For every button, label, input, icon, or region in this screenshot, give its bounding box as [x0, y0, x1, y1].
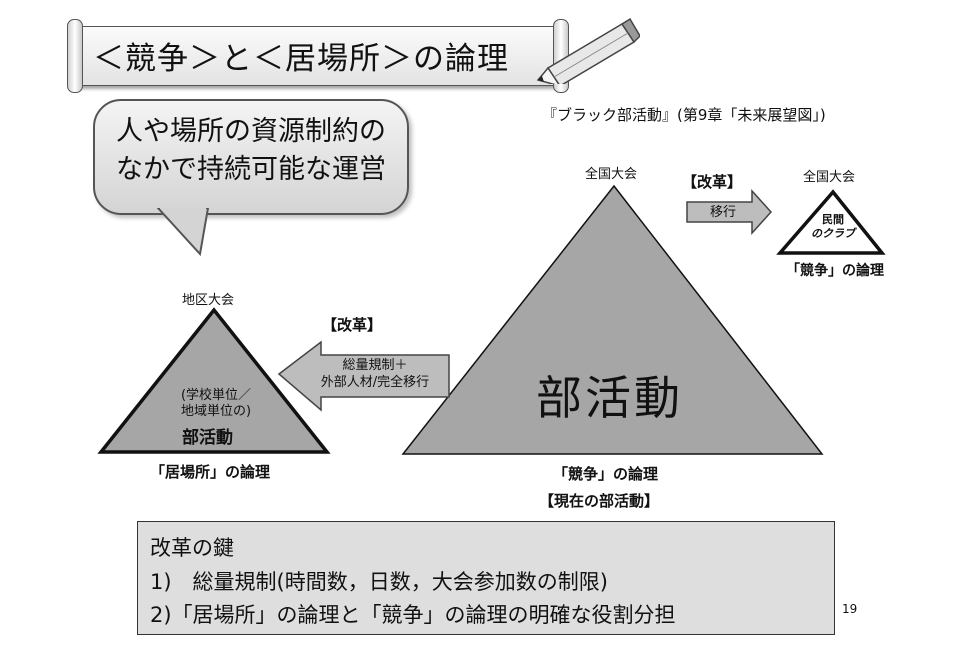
center-triangle — [401, 184, 824, 455]
reform-key-box: 改革の鍵 1) 総量規制(時間数，日数，大会参加数の制限) 2)「居場所」の論理… — [137, 521, 835, 635]
reform-key-item-1: 1) 総量規制(時間数，日数，大会参加数の制限) — [150, 570, 608, 594]
left-triangle-main-label: 部活動 — [182, 428, 233, 448]
center-triangle-logic-label: 「競争」の論理 — [553, 465, 659, 483]
right-triangle-top-label: 全国大会 — [803, 170, 856, 185]
reform-key-heading: 改革の鍵 — [150, 536, 234, 560]
speech-bubble-tail — [156, 208, 210, 257]
page-number: 19 — [842, 602, 858, 616]
bubble-line-2: なかで持続可能な運営 — [116, 154, 386, 185]
current-club-label: 【現在の部活動】 — [539, 492, 660, 510]
left-triangle — [97, 307, 331, 454]
left-triangle-inner-line-2: 地域単位の) — [180, 404, 252, 419]
page-title: ＜競争＞と＜居場所＞の論理 — [93, 41, 509, 77]
bubble-line-1: 人や場所の資源制約の — [116, 116, 386, 147]
right-triangle — [776, 189, 886, 255]
right-arrow-shape — [686, 189, 773, 235]
left-arrow-shape — [277, 340, 450, 412]
reform-key-item-2: 2)「居場所」の論理と「競争」の論理の明確な役割分担 — [150, 603, 676, 627]
pencil-icon — [536, 17, 640, 84]
left-triangle-logic-label: 「居場所」の論理 — [150, 463, 271, 481]
right-arrow-text: 移行 — [709, 205, 736, 220]
left-arrow-text: 総量規制＋ 外部人材/完全移行 — [305, 357, 445, 391]
left-arrow-line-2: 外部人材/完全移行 — [320, 375, 430, 390]
title-banner: ＜競争＞と＜居場所＞の論理 — [67, 19, 569, 93]
right-triangle-inner-line-2: のクラブ — [811, 227, 855, 240]
right-arrow-heading: 【改革】 — [682, 173, 743, 191]
center-triangle-main-label: 部活動 — [536, 371, 683, 425]
left-arrow-heading: 【改革】 — [322, 316, 383, 334]
right-triangle-inner-line-1: 民間 — [822, 213, 844, 226]
left-triangle-inner-line-1: (学校単位／ — [180, 388, 252, 403]
right-triangle-logic-label: 「競争」の論理 — [786, 263, 884, 279]
left-triangle-top-label: 地区大会 — [182, 293, 235, 308]
source-citation: 『ブラック部活動』(第9章「未来展望図」) — [542, 106, 826, 124]
left-arrow-line-1: 総量規制＋ — [342, 358, 408, 373]
right-triangle-inner-text: 民間 のクラブ — [806, 213, 860, 241]
speech-bubble: 人や場所の資源制約の なかで持続可能な運営 — [93, 99, 409, 215]
center-triangle-top-label: 全国大会 — [585, 167, 638, 182]
left-triangle-inner-text: (学校単位／ 地域単位の) — [174, 388, 258, 420]
